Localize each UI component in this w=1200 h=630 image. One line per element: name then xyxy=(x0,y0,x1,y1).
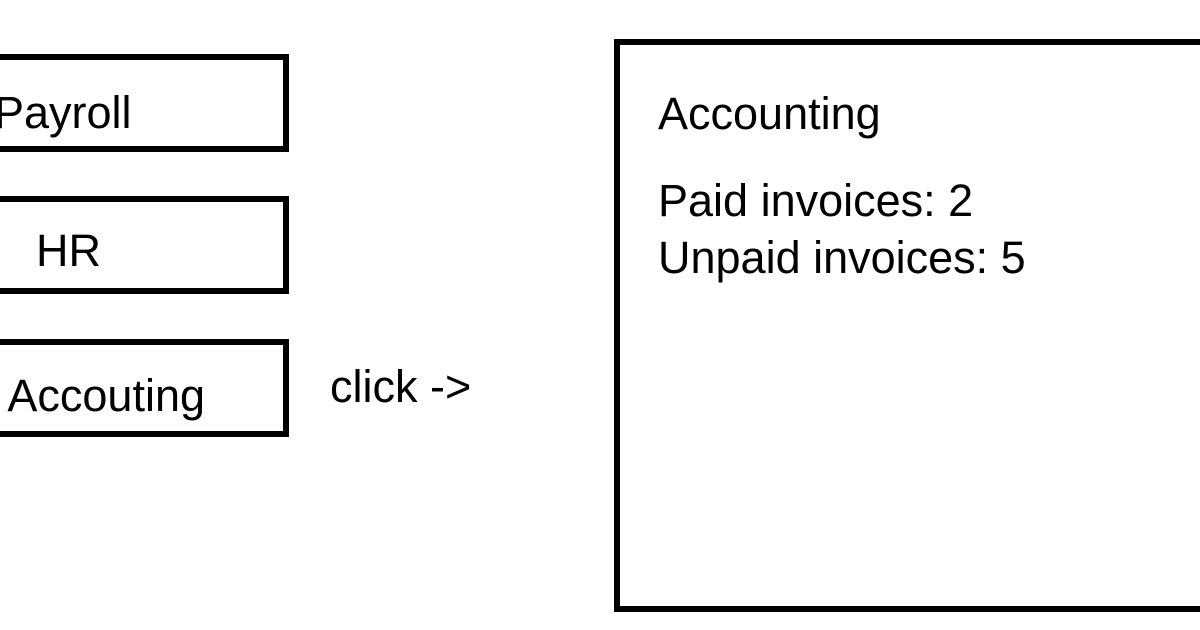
accounting-panel: Accounting Paid invoices: 2 Unpaid invoi… xyxy=(614,39,1200,612)
menu-button-accounting[interactable]: Accouting xyxy=(0,339,289,437)
panel-title: Accounting xyxy=(658,88,881,139)
menu-button-hr[interactable]: HR xyxy=(0,196,289,294)
menu-button-payroll-label: Payroll xyxy=(0,87,132,138)
unpaid-invoices-text: Unpaid invoices: 5 xyxy=(658,232,1026,283)
paid-invoices-text: Paid invoices: 2 xyxy=(658,175,974,226)
click-arrow-annotation: click -> xyxy=(330,361,472,412)
menu-button-payroll[interactable]: Payroll xyxy=(0,54,289,152)
menu-button-hr-label: HR xyxy=(36,225,101,276)
menu-button-accounting-label: Accouting xyxy=(7,370,205,421)
